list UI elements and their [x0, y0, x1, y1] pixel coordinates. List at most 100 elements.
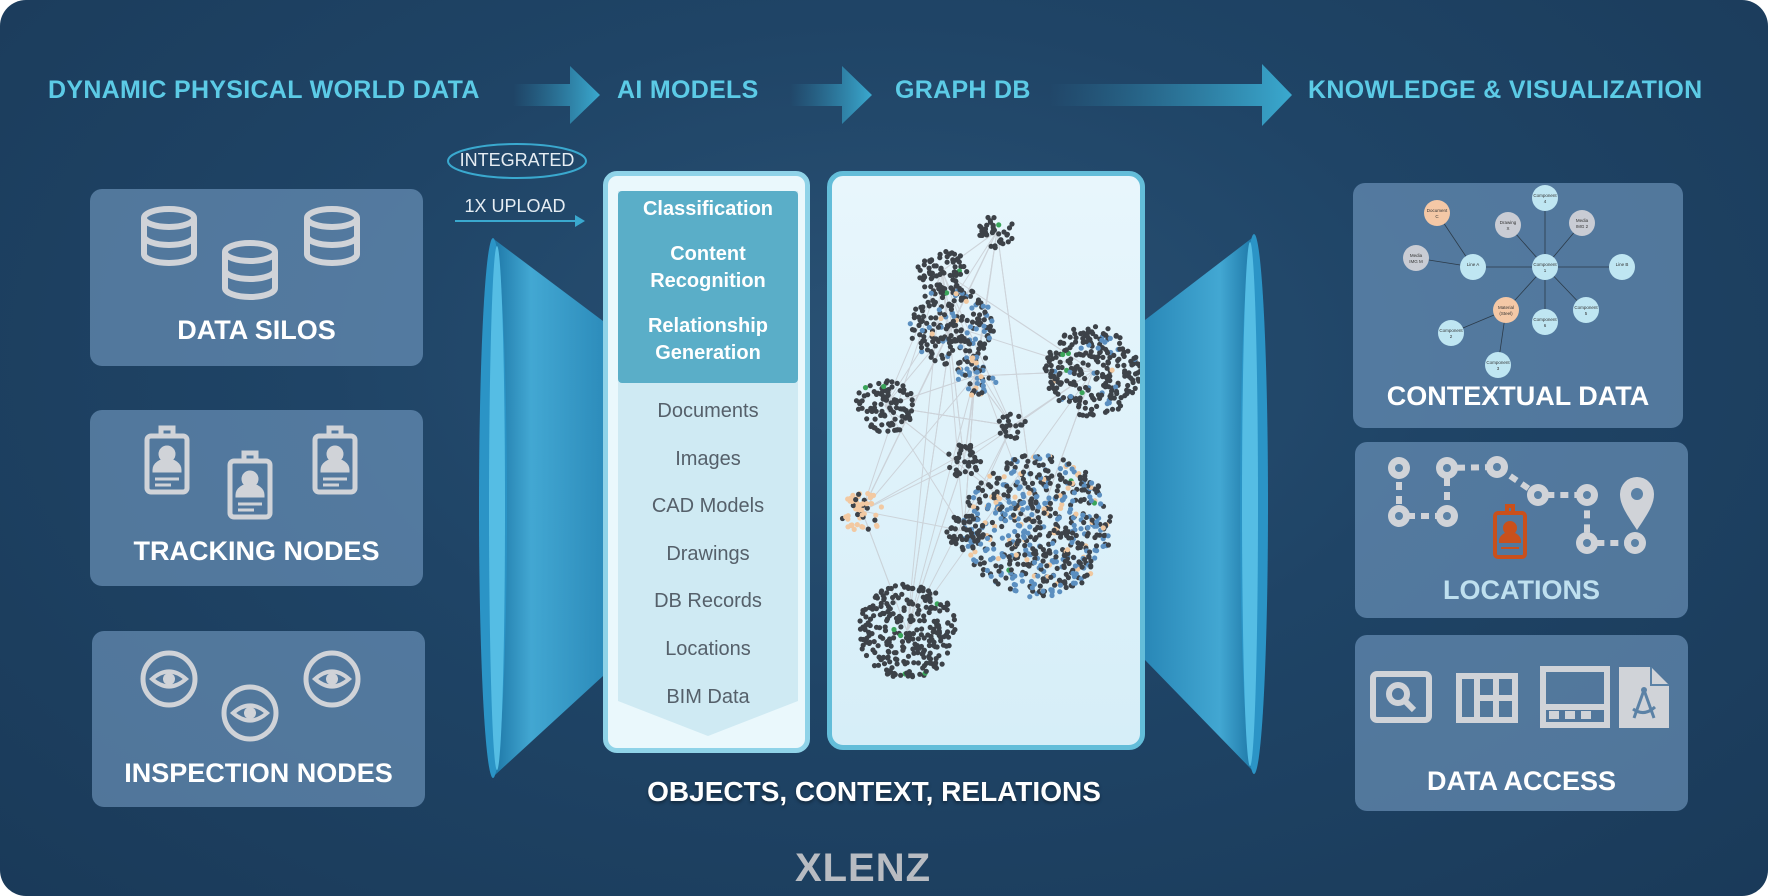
- graph-node: [946, 351, 952, 357]
- graph-node: [1111, 352, 1117, 358]
- graph-node: [928, 290, 934, 296]
- context-node: Material(Steel): [1493, 297, 1519, 323]
- graph-node: [1121, 362, 1127, 368]
- graph-node: [982, 228, 988, 234]
- graph-node: [974, 380, 980, 387]
- graph-node: [923, 604, 929, 610]
- graph-node: [964, 366, 970, 372]
- graph-node: [1037, 544, 1043, 550]
- graph-node: [973, 558, 979, 564]
- graph-node: [1018, 511, 1024, 517]
- route-path-icon: [1396, 463, 1635, 546]
- brand-logo: XLENZ: [794, 846, 932, 890]
- graph-node: [959, 536, 965, 543]
- upload-arrow-icon: [455, 215, 585, 227]
- graph-node: [885, 389, 891, 396]
- graph-node: [981, 328, 987, 334]
- context-node-label: Media: [1410, 253, 1423, 258]
- graph-node: [939, 352, 945, 358]
- graph-node: [954, 536, 960, 542]
- graph-node: [938, 635, 944, 641]
- graph-node: [1051, 373, 1057, 379]
- graph-node: [999, 423, 1005, 429]
- graph-node: [1027, 542, 1033, 548]
- context-node-label: IMG M: [1409, 259, 1423, 264]
- graph-node: [1057, 370, 1063, 376]
- graph-node: [981, 345, 987, 351]
- graph-node: [971, 504, 977, 510]
- graph-node: [1068, 393, 1074, 400]
- graph-node: [1094, 403, 1100, 409]
- graph-node: [1060, 457, 1066, 463]
- graph-node: [932, 358, 938, 364]
- graph-node: [857, 401, 863, 407]
- graph-node: [967, 381, 973, 387]
- graph-node: [1066, 398, 1072, 404]
- graph-node: [864, 505, 870, 511]
- graph-node: [1095, 359, 1101, 365]
- graph-node: [908, 408, 915, 414]
- graph-node: [973, 458, 979, 464]
- graph-node: [1046, 495, 1052, 501]
- graph-node: [975, 300, 981, 306]
- context-node-label: Component: [1439, 328, 1463, 333]
- graph-node: [984, 232, 990, 238]
- graph-node: [1071, 326, 1077, 332]
- arrow-icon: [1050, 64, 1292, 126]
- graph-node-cluster: [996, 411, 1028, 441]
- graph-node: [917, 332, 923, 338]
- graph-node: [1071, 370, 1077, 377]
- graph-node: [1080, 412, 1086, 418]
- graph-node: [901, 607, 907, 613]
- graph-node: [898, 632, 904, 639]
- graph-node: [1049, 592, 1055, 599]
- graph-node: [969, 319, 976, 325]
- ai-models-panel: Classification Content Recognition Relat…: [603, 171, 810, 753]
- graph-node: [1022, 418, 1028, 425]
- graph-node: [1132, 385, 1138, 391]
- context-node: Line A: [1460, 254, 1486, 280]
- graph-node: [967, 324, 974, 330]
- graph-node: [927, 271, 933, 277]
- graph-node: [1005, 533, 1012, 539]
- graph-node: [1092, 534, 1098, 541]
- graph-node: [871, 613, 877, 619]
- graph-node: [1049, 558, 1055, 564]
- graph-node: [992, 523, 998, 529]
- graph-node: [859, 524, 865, 530]
- graph-node: [911, 660, 917, 666]
- graph-node: [993, 563, 999, 569]
- graph-node: [906, 669, 912, 675]
- graph-node: [1041, 506, 1047, 512]
- graph-node: [946, 336, 952, 342]
- graph-node: [1008, 567, 1014, 573]
- graph-node: [893, 656, 899, 662]
- graph-node: [951, 313, 957, 319]
- graph-node: [1019, 578, 1025, 584]
- graph-node: [931, 321, 937, 327]
- graph-node: [983, 547, 989, 554]
- graph-node: [928, 354, 934, 360]
- graph-node: [1093, 543, 1100, 549]
- graph-node: [879, 656, 885, 662]
- graph-node: [904, 414, 910, 420]
- graph-node: [1035, 515, 1041, 521]
- graph-node: [1031, 518, 1037, 524]
- graph-node: [967, 448, 974, 454]
- graph-node: [845, 496, 851, 502]
- graph-node: [886, 639, 892, 645]
- graph-node: [1004, 460, 1010, 466]
- graph-node: [1067, 345, 1073, 351]
- graph-node: [1019, 422, 1025, 428]
- graph-node: [1116, 356, 1122, 362]
- graph-node: [1021, 528, 1028, 534]
- graph-node: [1020, 469, 1027, 475]
- graph-node: [1006, 554, 1012, 560]
- card-title: LOCATIONS: [1443, 575, 1600, 605]
- graph-node: [1068, 535, 1074, 541]
- graph-node: [859, 646, 865, 652]
- graph-node: [1058, 380, 1064, 386]
